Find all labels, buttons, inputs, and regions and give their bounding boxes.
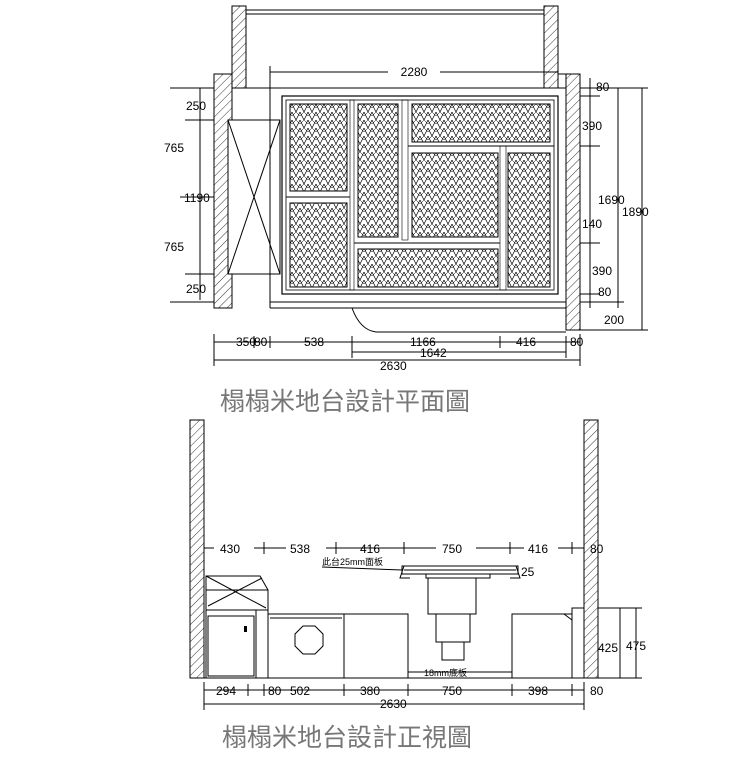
elev-dim-top: 430 538 416 750 416 80: [204, 541, 604, 556]
svg-text:398: 398: [528, 684, 548, 698]
svg-text:80: 80: [590, 542, 604, 556]
svg-text:140: 140: [582, 217, 602, 231]
svg-text:2630: 2630: [380, 359, 407, 373]
tatami-mat: [357, 248, 499, 288]
svg-text:416: 416: [516, 335, 536, 349]
plan-wall-right: [565, 73, 581, 331]
tatami-mat: [507, 152, 551, 288]
svg-text:750: 750: [442, 684, 462, 698]
svg-text:80: 80: [570, 335, 584, 349]
elev-dim-right: 425 475: [598, 607, 646, 679]
elev-right-box: [511, 613, 573, 679]
tatami-mat: [357, 103, 399, 238]
cabinet-door: [207, 615, 255, 677]
elev-wall-left: [189, 419, 205, 679]
svg-text:430: 430: [220, 542, 240, 556]
svg-text:416: 416: [528, 542, 548, 556]
svg-text:350: 350: [236, 335, 256, 349]
svg-text:1890: 1890: [622, 205, 649, 219]
plan-title: 榻榻米地台設計平面圖: [220, 387, 470, 416]
svg-text:200: 200: [604, 313, 624, 327]
svg-text:250: 250: [186, 282, 206, 296]
svg-text:80: 80: [590, 684, 604, 698]
elev-left-cabinet: [205, 609, 269, 679]
tatami-mat: [289, 202, 348, 288]
plan-dim-top: 2280: [269, 63, 558, 300]
svg-text:390: 390: [582, 119, 602, 133]
plan-width-label: 2280: [401, 65, 428, 79]
tatami-mat: [411, 103, 551, 143]
plan-dim-right: 80 390 1690 1890 140 390 80 200: [580, 78, 649, 331]
svg-text:2630: 2630: [380, 697, 407, 711]
svg-text:1166: 1166: [410, 335, 436, 349]
svg-text:390: 390: [592, 264, 612, 278]
svg-text:294: 294: [216, 684, 236, 698]
svg-text:80: 80: [596, 80, 610, 94]
plan-wall-top-right: [543, 5, 559, 89]
svg-text:1642: 1642: [420, 346, 447, 360]
cabinet-handle-icon: [244, 626, 247, 632]
svg-text:80: 80: [254, 335, 268, 349]
svg-text:425: 425: [598, 641, 618, 655]
svg-text:538: 538: [304, 335, 324, 349]
tatami-mat: [411, 152, 499, 238]
svg-text:538: 538: [290, 542, 310, 556]
svg-text:80: 80: [268, 684, 282, 698]
svg-text:750: 750: [442, 542, 462, 556]
plan-curve-edge: [351, 307, 566, 333]
svg-text:250: 250: [186, 99, 206, 113]
svg-text:80: 80: [598, 285, 612, 299]
svg-text:475: 475: [626, 639, 646, 653]
elev-dim-bottom: 294 80 502 380 750 398 80 2630: [203, 682, 604, 711]
plan-dim-bottom: 350 80 538 1166 416 80 1642 2630: [213, 334, 584, 373]
svg-text:25: 25: [521, 565, 535, 579]
plan-dim-left: 250 765 1190 765 250: [164, 87, 214, 303]
elev-wall-right: [583, 419, 599, 679]
svg-text:765: 765: [164, 240, 184, 254]
elevation-view: 430 538 416 750 416 80: [189, 419, 646, 752]
panel-note: 此台25mm面板: [322, 556, 383, 567]
svg-text:416: 416: [360, 542, 380, 556]
base-plate: [407, 671, 513, 679]
svg-text:380: 380: [360, 684, 380, 698]
plan-view: 2280 250 765 1190 765 250: [164, 5, 649, 416]
svg-text:502: 502: [290, 684, 310, 698]
plan-wall-top-left: [231, 5, 247, 89]
base-note: 18mm底板: [424, 667, 467, 678]
svg-text:765: 765: [164, 141, 184, 155]
lift-table-column: [427, 577, 477, 615]
svg-text:1690: 1690: [598, 193, 625, 207]
octagon-vent-icon: [294, 625, 324, 655]
elev-platform-box: [267, 613, 409, 679]
tatami-platform-outline: [281, 95, 559, 295]
elevation-title: 榻榻米地台設計正視圖: [222, 723, 472, 752]
tatami-mat: [289, 103, 348, 192]
svg-text:1190: 1190: [184, 191, 210, 205]
